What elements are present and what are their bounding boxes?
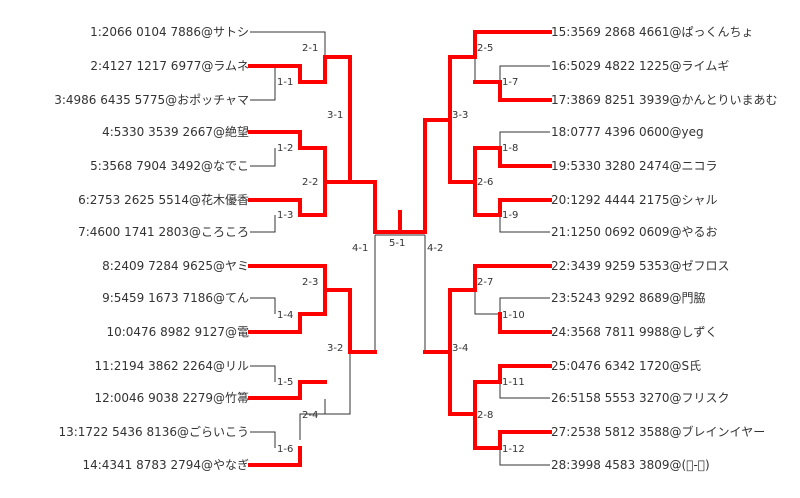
match-label-1-2: 1-2: [277, 143, 294, 154]
match-label-3-3: 3-3: [452, 110, 469, 121]
player-entry-20: 20:1292 4444 2175@シャル: [551, 193, 718, 207]
bracket-line-m2-7: [474, 290, 500, 315]
bracket-line-m1-9: [499, 215, 550, 233]
player-entry-4: 4:5330 3539 2667@絶望: [102, 125, 249, 139]
bracket-line-m2-4: [299, 399, 326, 440]
player-entry-10: 10:0476 8982 9127@電: [106, 325, 249, 339]
player-entry-21: 21:1250 0692 0609@やるお: [551, 225, 718, 239]
bracket-line-m1-3: [250, 215, 276, 233]
bracket-line-m1-5: [250, 365, 276, 382]
match-label-2-3: 2-3: [302, 277, 319, 288]
player-entry-2: 2:4127 1217 6977@ラムネ: [90, 59, 249, 73]
winner-paths: [248, 30, 552, 467]
player-entry-27: 27:2538 5812 3588@ブレインイヤー: [551, 425, 766, 439]
bracket-line-m1-4: [250, 297, 276, 314]
winner-path-right-1-7: [473, 80, 552, 102]
bracket-line-m1-8: [499, 131, 550, 148]
winner-path-left-1-4: [248, 288, 327, 334]
match-label-1-5: 1-5: [277, 377, 294, 388]
winner-path-right-2-7: [423, 264, 552, 354]
bracket-line-m1-12: [499, 448, 550, 466]
bracket-line-m1-2: [250, 148, 276, 167]
match-label-2-5: 2-5: [477, 43, 494, 54]
player-entry-6: 6:2753 2625 5514@花木優香: [78, 193, 249, 207]
player-entry-3: 3:4986 6435 5775@おポッチャマ: [54, 93, 249, 107]
winner-path-left-2-3: [248, 264, 377, 354]
winner-path-right-1-10: [498, 312, 552, 334]
player-entry-13: 13:1722 5436 8136@ごらいこう: [58, 425, 249, 439]
player-entry-17: 17:3869 8251 3939@かんとりいまあむ: [551, 93, 778, 107]
player-entry-22: 22:3439 9259 5353@ゼフロス: [551, 259, 730, 273]
match-label-3-4: 3-4: [452, 343, 469, 354]
bracket-line-m1-1: [250, 66, 276, 101]
bracket-line-m1-11: [499, 382, 550, 399]
match-label-1-12: 1-12: [502, 444, 525, 455]
player-entry-26: 26:5158 5553 3270@フリスク: [551, 391, 730, 405]
player-entry-16: 16:5029 4822 1225@ライムギ: [551, 59, 730, 73]
winner-path-right-1-9: [473, 180, 552, 217]
match-label-1-7: 1-7: [502, 77, 519, 88]
winner-path-left-1-5: [248, 380, 327, 400]
player-entry-23: 23:5243 9292 8689@門脇: [551, 291, 706, 305]
winner-path-right-2-6: [448, 118, 552, 184]
player-entry-18: 18:0777 4396 0600@yeg: [551, 125, 704, 139]
match-label-1-1: 1-1: [277, 77, 294, 88]
player-entry-28: 28:3998 4583 3809@(ﾟ-ﾟ): [551, 458, 710, 472]
player-entry-15: 15:3569 2868 4661@ぱっくんちょ: [551, 25, 754, 39]
match-label-2-2: 2-2: [302, 177, 319, 188]
winner-path-left-2-2: [248, 130, 327, 150]
match-label-1-9: 1-9: [502, 210, 519, 221]
player-entry-8: 8:2409 7284 9625@ヤミ: [102, 259, 249, 273]
match-label-2-4: 2-4: [302, 410, 319, 421]
match-label-1-6: 1-6: [277, 444, 294, 455]
match-label-1-8: 1-8: [502, 143, 519, 154]
match-label-1-4: 1-4: [277, 310, 294, 321]
bracket-line-m1-6: [250, 431, 276, 448]
match-label-1-11: 1-11: [502, 377, 525, 388]
match-label-2-8: 2-8: [477, 410, 494, 421]
bracket-line-m1-10: [499, 297, 550, 314]
winner-path-right-top: [398, 30, 552, 234]
player-entry-5: 5:3568 7904 3492@なでこ: [90, 159, 249, 173]
winner-path-right-1-11: [448, 350, 552, 416]
player-entry-9: 9:5459 1673 7186@てん: [102, 291, 249, 305]
bracket-line-m1-7: [499, 65, 550, 82]
match-label-1-3: 1-3: [277, 210, 294, 221]
bracket-line-m2-1: [250, 31, 326, 57]
match-label-4-2: 4-2: [427, 243, 444, 254]
match-label-2-1: 2-1: [302, 43, 319, 54]
player-entry-12: 12:0046 9038 2279@竹箒: [94, 391, 249, 405]
player-entry-14: 14:4341 8783 2794@やなぎ: [82, 458, 249, 472]
player-entry-25: 25:0476 6342 1720@S氏: [551, 359, 702, 373]
winner-path-left-1-6: [248, 446, 302, 467]
match-label-1-10: 1-10: [502, 310, 525, 321]
player-entry-24: 24:3568 7811 9988@しずく: [551, 325, 718, 339]
player-entry-11: 11:2194 3862 2264@リル: [94, 359, 249, 373]
bracket-line-m3-2: [325, 352, 351, 415]
match-label-2-6: 2-6: [477, 177, 494, 188]
match-label-2-7: 2-7: [477, 277, 494, 288]
winner-path-right-1-12: [473, 412, 552, 450]
match-label-3-1: 3-1: [327, 110, 344, 121]
player-entry-7: 7:4600 1741 2803@ころころ: [78, 225, 249, 239]
winner-path-left-2-2-b: [323, 146, 352, 184]
winner-path-left-top: [248, 55, 402, 234]
match-label-3-2: 3-2: [327, 343, 344, 354]
match-label-5-1: 5-1: [389, 238, 406, 249]
match-label-4-1: 4-1: [352, 243, 369, 254]
player-entry-19: 19:5330 3280 2474@ニコラ: [551, 159, 718, 173]
player-entry-1: 1:2066 0104 7886@サトシ: [90, 25, 249, 39]
